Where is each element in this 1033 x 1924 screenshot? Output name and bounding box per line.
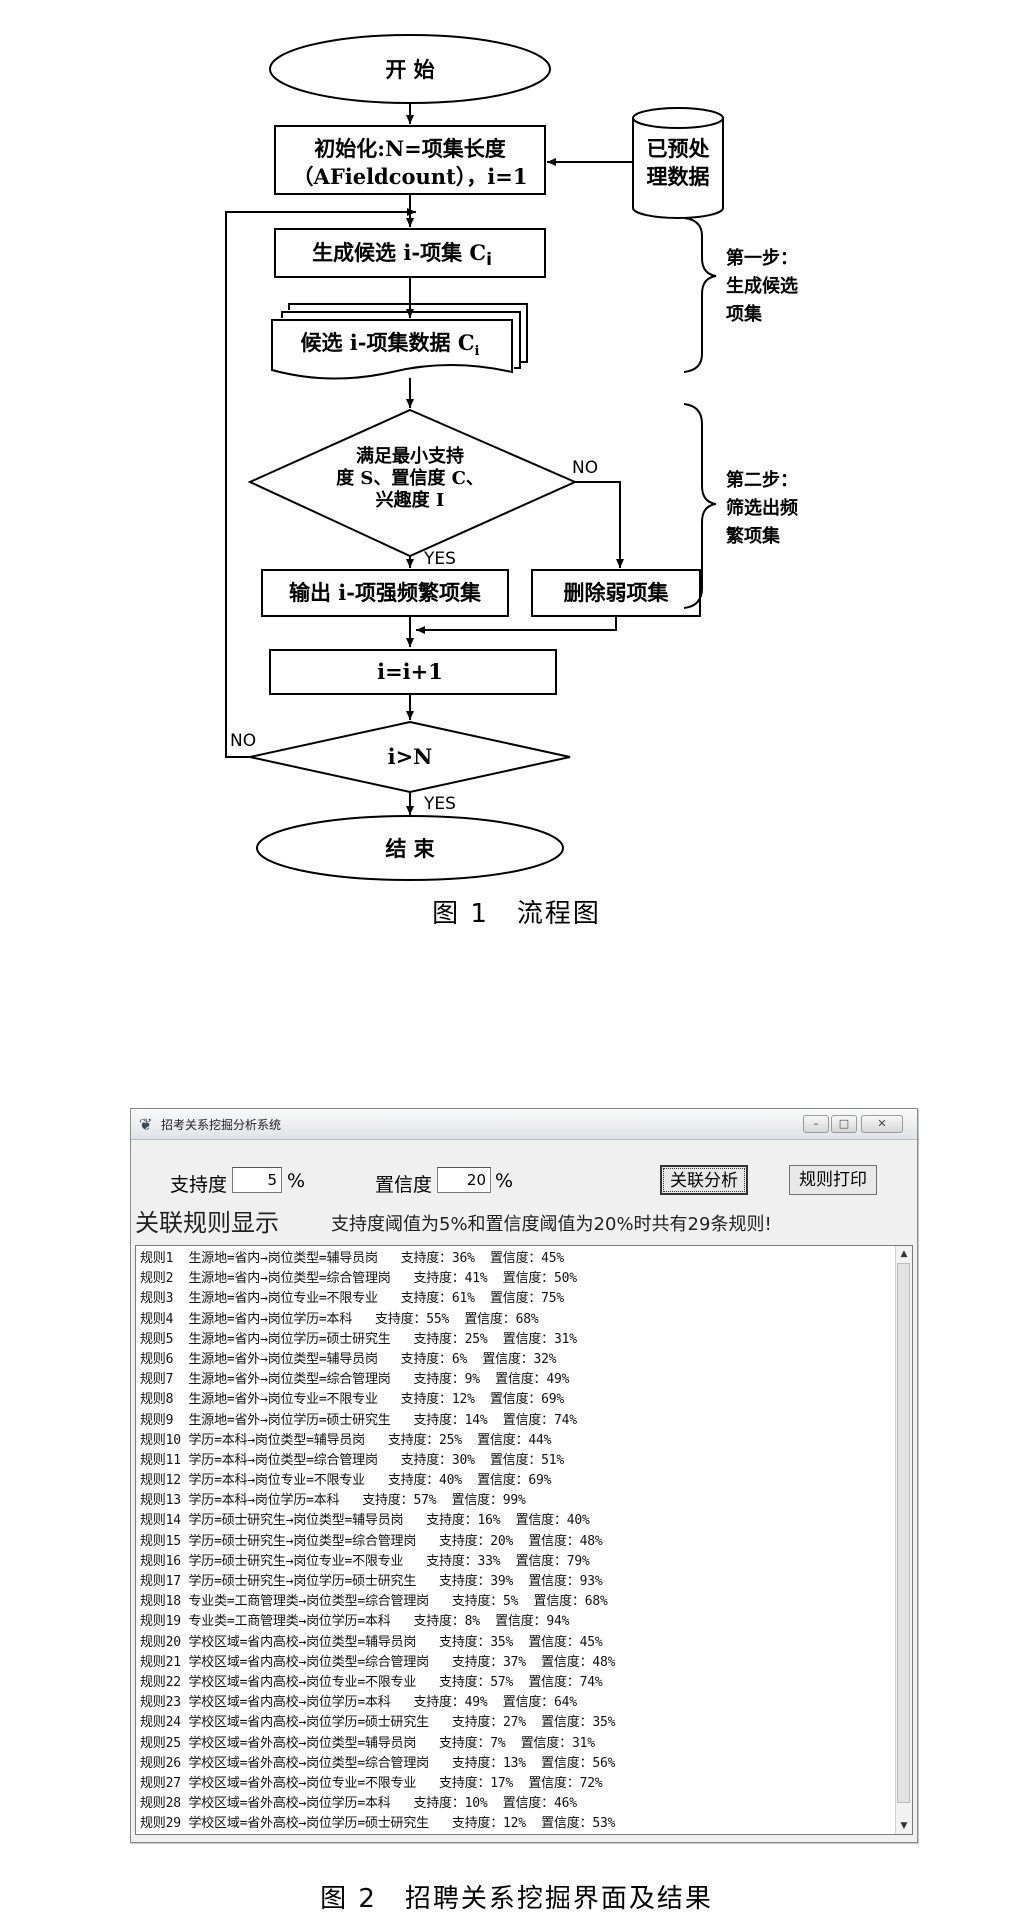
rules-listbox[interactable]: 规则1 生源地=省内→岗位类型=辅导员岗 支持度：36% 置信度：45% 规则2 … <box>135 1245 913 1835</box>
rule-list-item[interactable]: 规则26 学校区域=省外高校→岗位类型=综合管理岗 支持度：13% 置信度：56… <box>140 1755 616 1771</box>
flowchart: 开 始 初始化:N=项集长度 （AFieldcount），i=1 已预处 理数据… <box>225 34 798 881</box>
confidence-unit: % <box>495 1170 514 1192</box>
rule-list-item[interactable]: 规则14 学历=硕士研究生→岗位类型=辅导员岗 支持度：16% 置信度：40% <box>140 1513 590 1529</box>
rule-list: 规则1 生源地=省内→岗位类型=辅导员岗 支持度：36% 置信度：45% 规则2 … <box>140 1249 888 1834</box>
result-summary: 支持度阈值为5%和置信度阈值为20%时共有29条规则! <box>331 1214 772 1235</box>
app-logo-icon: ❦ <box>139 1115 153 1134</box>
close-button[interactable]: ✕ <box>861 1115 903 1133</box>
rule-list-item[interactable]: 规则23 学校区域=省内高校→岗位学历=本科 支持度：49% 置信度：64% <box>140 1695 577 1711</box>
output-text: 输出 i-项强频繁项集 <box>289 580 482 605</box>
rule-list-item[interactable]: 规则29 学校区域=省外高校→岗位学历=硕士研究生 支持度：12% 置信度：53… <box>140 1816 616 1832</box>
rule-list-item[interactable]: 规则9 生源地=省外→岗位学历=硕士研究生 支持度：14% 置信度：74% <box>140 1412 577 1428</box>
scroll-up-icon[interactable]: ▲ <box>900 1249 908 1259</box>
rule-list-item[interactable]: 规则16 学历=硕士研究生→岗位专业=不限专业 支持度：33% 置信度：79% <box>140 1553 590 1569</box>
confidence-threshold-input[interactable] <box>437 1167 491 1193</box>
condition-text-line2: 度 S、置信度 C、 <box>336 467 484 489</box>
end-terminal <box>256 815 564 881</box>
step2-text-line1: 第二步： <box>726 469 798 491</box>
preprocessed-data-store <box>632 118 724 219</box>
rule-list-item[interactable]: 规则10 学历=本科→岗位类型=辅导员岗 支持度：25% 置信度：44% <box>140 1432 552 1448</box>
rule-list-item[interactable]: 规则17 学历=硕士研究生→岗位学历=硕士研究生 支持度：39% 置信度：93% <box>140 1574 603 1589</box>
condition-text-line3: 兴趣度 I <box>376 489 445 511</box>
generate-text: 生成候选 i-项集 Ci <box>312 240 492 270</box>
increment-text: i=i+1 <box>377 659 443 684</box>
end-text: 结 束 <box>385 836 435 861</box>
window-title: 招考关系挖掘分析系统 <box>161 1118 282 1132</box>
candidate-data-document <box>271 303 528 380</box>
rule-list-item[interactable]: 规则20 学校区域=省内高校→岗位类型=辅导员岗 支持度：35% 置信度：45% <box>140 1634 603 1650</box>
rule-list-item[interactable]: 规则15 学历=硕士研究生→岗位类型=综合管理岗 支持度：20% 置信度：48% <box>140 1533 603 1549</box>
rule-list-item[interactable]: 规则6 生源地=省外→岗位类型=辅导员岗 支持度：6% 置信度：32% <box>140 1351 557 1367</box>
step1-brace <box>683 217 717 373</box>
figure1-caption: 图 1 流程图 <box>432 899 601 929</box>
step1-text-line1: 第一步： <box>726 247 798 269</box>
rule-list-item[interactable]: 规则24 学校区域=省内高校→岗位学历=硕士研究生 支持度：27% 置信度：35… <box>140 1715 616 1731</box>
support-threshold-input[interactable] <box>232 1167 282 1193</box>
init-text-line2: （AFieldcount），i=1 <box>293 164 528 189</box>
rule-list-item[interactable]: 规则13 学历=本科→岗位学历=本科 支持度：57% 置信度：99% <box>140 1493 526 1509</box>
support-unit: % <box>287 1170 306 1192</box>
app-window: ❦ 招考关系挖掘分析系统 – □ ✕ 支持度 % 置信度 % 关联分析 规则打印… <box>130 1108 918 1843</box>
rule-list-item[interactable]: 规则7 生源地=省外→岗位类型=综合管理岗 支持度：9% 置信度：49% <box>140 1372 570 1388</box>
rule-list-item[interactable]: 规则1 生源地=省内→岗位类型=辅导员岗 支持度：36% 置信度：45% <box>140 1251 565 1266</box>
loop-condition-text: i>N <box>388 744 433 769</box>
figure2-caption: 图 2 招聘关系挖掘界面及结果 <box>320 1884 713 1914</box>
rule-list-item[interactable]: 规则21 学校区域=省内高校→岗位类型=综合管理岗 支持度：37% 置信度：48… <box>140 1654 616 1670</box>
preprocessed-text-line2: 理数据 <box>647 164 710 189</box>
confidence-label: 置信度 <box>375 1174 433 1196</box>
rule-list-item[interactable]: 规则28 学校区域=省外高校→岗位学历=本科 支持度：10% 置信度：46% <box>140 1796 577 1812</box>
output-frequent-itemsets-box <box>261 569 509 617</box>
maximize-button[interactable]: □ <box>831 1115 857 1133</box>
loop-yes-label: YES <box>423 794 456 814</box>
rule-list-item[interactable]: 规则19 专业类=工商管理类→岗位学历=本科 支持度：8% 置信度：94% <box>140 1614 570 1630</box>
step2-text-line3: 繁项集 <box>725 525 781 547</box>
rules-scrollbar[interactable]: ▲ ▼ <box>895 1246 912 1834</box>
rule-list-item[interactable]: 规则8 生源地=省外→岗位专业=不限专业 支持度：12% 置信度：69% <box>140 1392 565 1408</box>
increment-box <box>269 649 557 695</box>
rule-list-item[interactable]: 规则4 生源地=省内→岗位学历=本科 支持度：55% 置信度：68% <box>140 1311 539 1327</box>
rule-list-item[interactable]: 规则22 学校区域=省内高校→岗位专业=不限专业 支持度：57% 置信度：74% <box>140 1674 603 1690</box>
step2-brace <box>683 403 717 609</box>
minimize-button[interactable]: – <box>803 1115 829 1133</box>
no-label: NO <box>572 458 598 478</box>
rules-section-title: 关联规则显示 <box>135 1209 279 1237</box>
rule-list-item[interactable]: 规则27 学校区域=省外高校→岗位专业=不限专业 支持度：17% 置信度：72% <box>140 1775 603 1791</box>
candidate-text: 候选 i-项集数据 Ci <box>301 330 480 359</box>
step2-text-line2: 筛选出频 <box>726 497 798 519</box>
rule-list-item[interactable]: 规则18 专业类=工商管理类→岗位类型=综合管理岗 支持度：5% 置信度：68% <box>140 1594 608 1610</box>
rule-list-item[interactable]: 规则5 生源地=省内→岗位学历=硕士研究生 支持度：25% 置信度：31% <box>140 1331 577 1347</box>
rule-list-item[interactable]: 规则3 生源地=省内→岗位专业=不限专业 支持度：61% 置信度：75% <box>140 1291 565 1307</box>
scroll-thumb[interactable] <box>897 1263 910 1803</box>
rule-list-item[interactable]: 规则12 学历=本科→岗位专业=不限专业 支持度：40% 置信度：69% <box>140 1473 552 1489</box>
support-label: 支持度 <box>170 1174 228 1196</box>
association-analysis-button[interactable]: 关联分析 <box>660 1165 748 1195</box>
start-text: 开 始 <box>385 57 434 82</box>
rule-list-item[interactable]: 规则2 生源地=省内→岗位类型=综合管理岗 支持度：41% 置信度：50% <box>140 1271 577 1287</box>
rule-list-item[interactable]: 规则11 学历=本科→岗位类型=综合管理岗 支持度：30% 置信度：51% <box>140 1452 565 1468</box>
condition-text-line1: 满足最小支持 <box>356 445 464 467</box>
yes-label: YES <box>423 549 456 569</box>
rule-list-item[interactable]: 规则25 学校区域=省外高校→岗位类型=辅导员岗 支持度：7% 置信度：31% <box>140 1735 595 1751</box>
delete-text: 删除弱项集 <box>564 580 670 605</box>
preprocessed-text-line1: 已预处 <box>647 136 710 161</box>
init-text-line1: 初始化:N=项集长度 <box>314 136 506 161</box>
window-titlebar[interactable]: ❦ 招考关系挖掘分析系统 – □ ✕ <box>131 1109 917 1140</box>
print-rules-button[interactable]: 规则打印 <box>789 1165 877 1195</box>
step1-text-line3: 项集 <box>726 303 763 325</box>
loop-no-label: NO <box>230 731 256 751</box>
scroll-down-icon[interactable]: ▼ <box>900 1821 908 1831</box>
step1-text-line2: 生成候选 <box>726 275 798 297</box>
